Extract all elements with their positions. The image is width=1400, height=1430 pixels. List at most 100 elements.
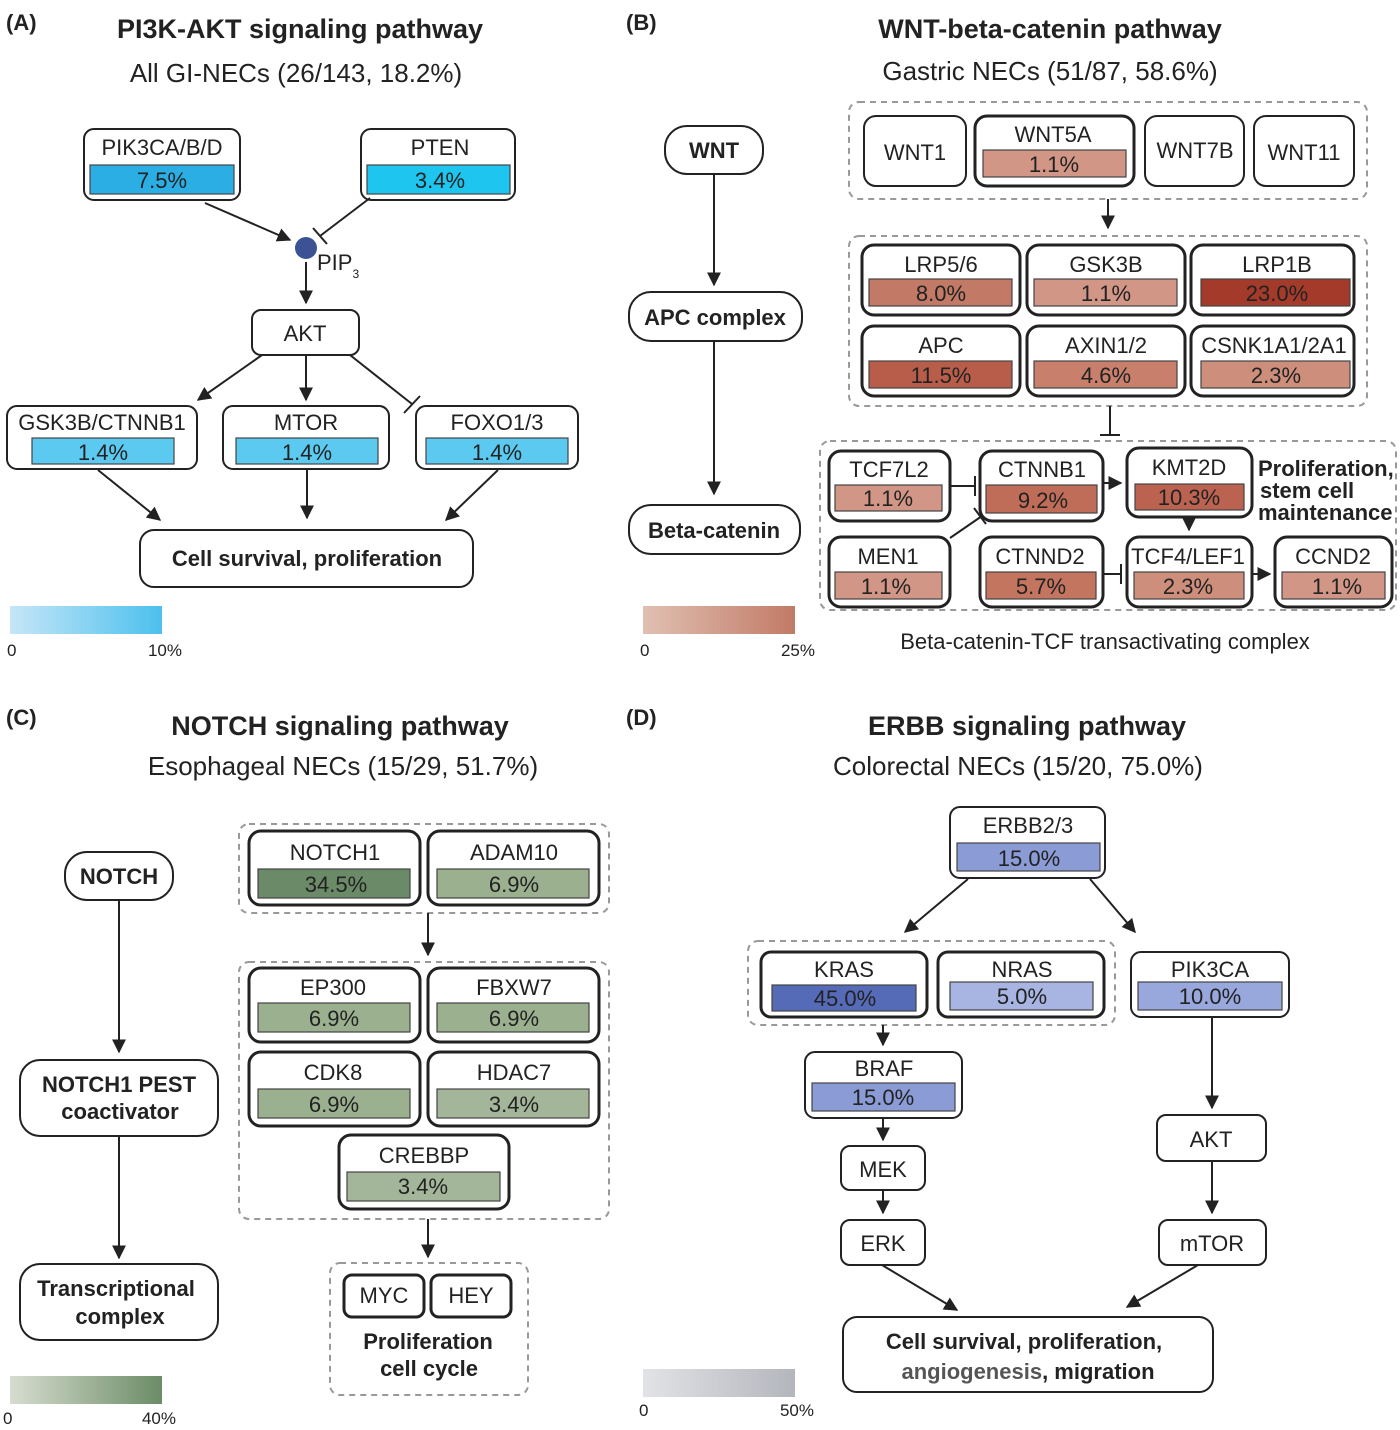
panel-d-subtitle: Colorectal NECs (15/20, 75.0%): [833, 751, 1203, 781]
legend-a-gradient: [10, 606, 162, 634]
svg-text:WNT11: WNT11: [1268, 140, 1341, 165]
gene-tcf7l2: TCF7L2 1.1%: [827, 449, 952, 523]
gene-pct: 45.0%: [814, 986, 876, 1011]
gene-apc: APC 11.5%: [860, 324, 1022, 398]
outcome-d: Cell survival, proliferation, angiogenes…: [842, 1316, 1214, 1393]
svg-text:Beta-catenin: Beta-catenin: [648, 518, 780, 543]
outcome-d-line2: angiogenesis, migration: [901, 1359, 1154, 1384]
gene-pten: PTEN 3.4%: [360, 128, 516, 201]
gene-name: CREBBP: [379, 1143, 469, 1168]
panel-b-title: WNT-beta-catenin pathway: [878, 14, 1222, 44]
gene-bar: [31, 437, 175, 465]
gene-name: EP300: [300, 975, 366, 1000]
gene-name: KMT2D: [1152, 455, 1227, 480]
note-proliferation: Proliferation, stem cell maintenance: [1258, 456, 1394, 525]
gene-pct: 5.7%: [1016, 574, 1066, 599]
gene-bar: [834, 571, 943, 600]
gene-bar: [1133, 571, 1245, 600]
gene-bar: [436, 1002, 590, 1033]
gene-bar: [811, 1082, 956, 1112]
panel-a-label: (A): [6, 10, 37, 35]
group-transactivating-complex: [819, 440, 1397, 611]
legend-b-min: 0: [640, 641, 649, 660]
svg-text:WNT7B: WNT7B: [1157, 138, 1234, 163]
legend-d: 0 50%: [639, 1369, 814, 1420]
gene-ep300: EP300 6.9%: [247, 966, 422, 1044]
gene-adam10: ADAM10 6.9%: [426, 829, 601, 907]
legend-a: 0 10%: [7, 606, 182, 660]
gene-pik3ca-d: PIK3CA 10.0%: [1130, 951, 1290, 1018]
svg-text:HEY: HEY: [448, 1283, 494, 1308]
gene-pct: 5.0%: [997, 984, 1047, 1009]
node-apc-complex: APC complex: [628, 291, 803, 342]
gene-fbxw7: FBXW7 6.9%: [426, 966, 601, 1044]
group-ras: [747, 940, 1116, 1026]
gene-name: PTEN: [411, 135, 470, 160]
gene-bar: [346, 1171, 501, 1202]
legend-b-max: 25%: [781, 641, 815, 660]
gene-pct: 1.4%: [472, 440, 522, 465]
gene-name: CDK8: [304, 1060, 363, 1085]
complex-label: Beta-catenin-TCF transactivating complex: [900, 629, 1310, 654]
gene-bar: [89, 164, 235, 195]
panel-a: (A) PI3K-AKT signaling pathway All GI-NE…: [6, 10, 579, 660]
gene-pct: 7.5%: [137, 168, 187, 193]
gene-pct: 6.9%: [489, 872, 539, 897]
gene-pct: 2.3%: [1251, 363, 1301, 388]
gene-bar: [956, 842, 1101, 872]
gene-bar: [771, 984, 917, 1012]
node-erk: ERK: [840, 1219, 926, 1266]
gene-bar: [257, 868, 411, 899]
svg-text:ERK: ERK: [860, 1231, 906, 1256]
gene-name: WNT5A: [1015, 122, 1092, 147]
gene-pct: 1.1%: [1081, 281, 1131, 306]
gene-name: PIK3CA: [1171, 957, 1250, 982]
node-beta-catenin: Beta-catenin: [628, 504, 801, 555]
node-wnt: WNT: [664, 125, 764, 175]
gene-foxo: FOXO1/3 1.4%: [415, 405, 579, 470]
gene-axin: AXIN1/2 4.6%: [1025, 324, 1187, 398]
gene-bar: [982, 149, 1127, 178]
panel-c-subtitle: Esophageal NECs (15/29, 51.7%): [148, 751, 538, 781]
group-wnt-ligands: [848, 101, 1368, 200]
panel-d-label: (D): [626, 705, 657, 730]
gene-bar: [257, 1088, 411, 1119]
gene-name: NRAS: [991, 957, 1052, 982]
gene-tcf4-lef1: TCF4/LEF1 2.3%: [1125, 535, 1254, 609]
gene-name: AXIN1/2: [1065, 333, 1147, 358]
legend-d-max: 50%: [780, 1401, 814, 1420]
node-akt-d: AKT: [1156, 1114, 1267, 1162]
svg-text:complex: complex: [75, 1304, 165, 1329]
gene-cdk8: CDK8 6.9%: [247, 1050, 422, 1128]
gene-pct: 1.4%: [78, 440, 128, 465]
node-myc: MYC: [342, 1273, 426, 1319]
gene-name: CSNK1A1/2A1: [1201, 333, 1347, 358]
gene-pct: 23.0%: [1246, 281, 1308, 306]
legend-a-min: 0: [7, 641, 16, 660]
gene-erbb: ERBB2/3 15.0%: [949, 806, 1106, 879]
gene-name: CTNNB1: [998, 457, 1086, 482]
gene-bar: [425, 437, 569, 465]
gene-csnk: CSNK1A1/2A1 2.3%: [1189, 324, 1356, 398]
panel-b-label: (B): [626, 10, 657, 35]
node-transcriptional-complex: Transcriptional complex: [19, 1263, 219, 1341]
gene-name: MEN1: [857, 544, 918, 569]
gene-notch1: NOTCH1 34.5%: [247, 829, 422, 907]
panel-d-title: ERBB signaling pathway: [868, 711, 1186, 741]
svg-text:MYC: MYC: [360, 1283, 409, 1308]
panel-c-label: (C): [6, 705, 37, 730]
svg-text:stem cell: stem cell: [1260, 478, 1354, 503]
pip3-label: PIP3: [317, 250, 359, 281]
gene-bar: [436, 868, 590, 899]
gene-name: NOTCH1: [290, 840, 380, 865]
gene-pct: 1.4%: [282, 440, 332, 465]
gene-name: ADAM10: [470, 840, 558, 865]
gene-name: ERBB2/3: [983, 813, 1074, 838]
group-destruction-complex: [848, 235, 1368, 407]
svg-text:WNT1: WNT1: [884, 140, 946, 165]
legend-a-max: 10%: [148, 641, 182, 660]
gene-ctnnb1: CTNNB1 9.2%: [978, 449, 1105, 523]
gene-pct: 8.0%: [916, 281, 966, 306]
gene-name: CTNND2: [995, 544, 1084, 569]
gene-name: PIK3CA/B/D: [101, 135, 222, 160]
